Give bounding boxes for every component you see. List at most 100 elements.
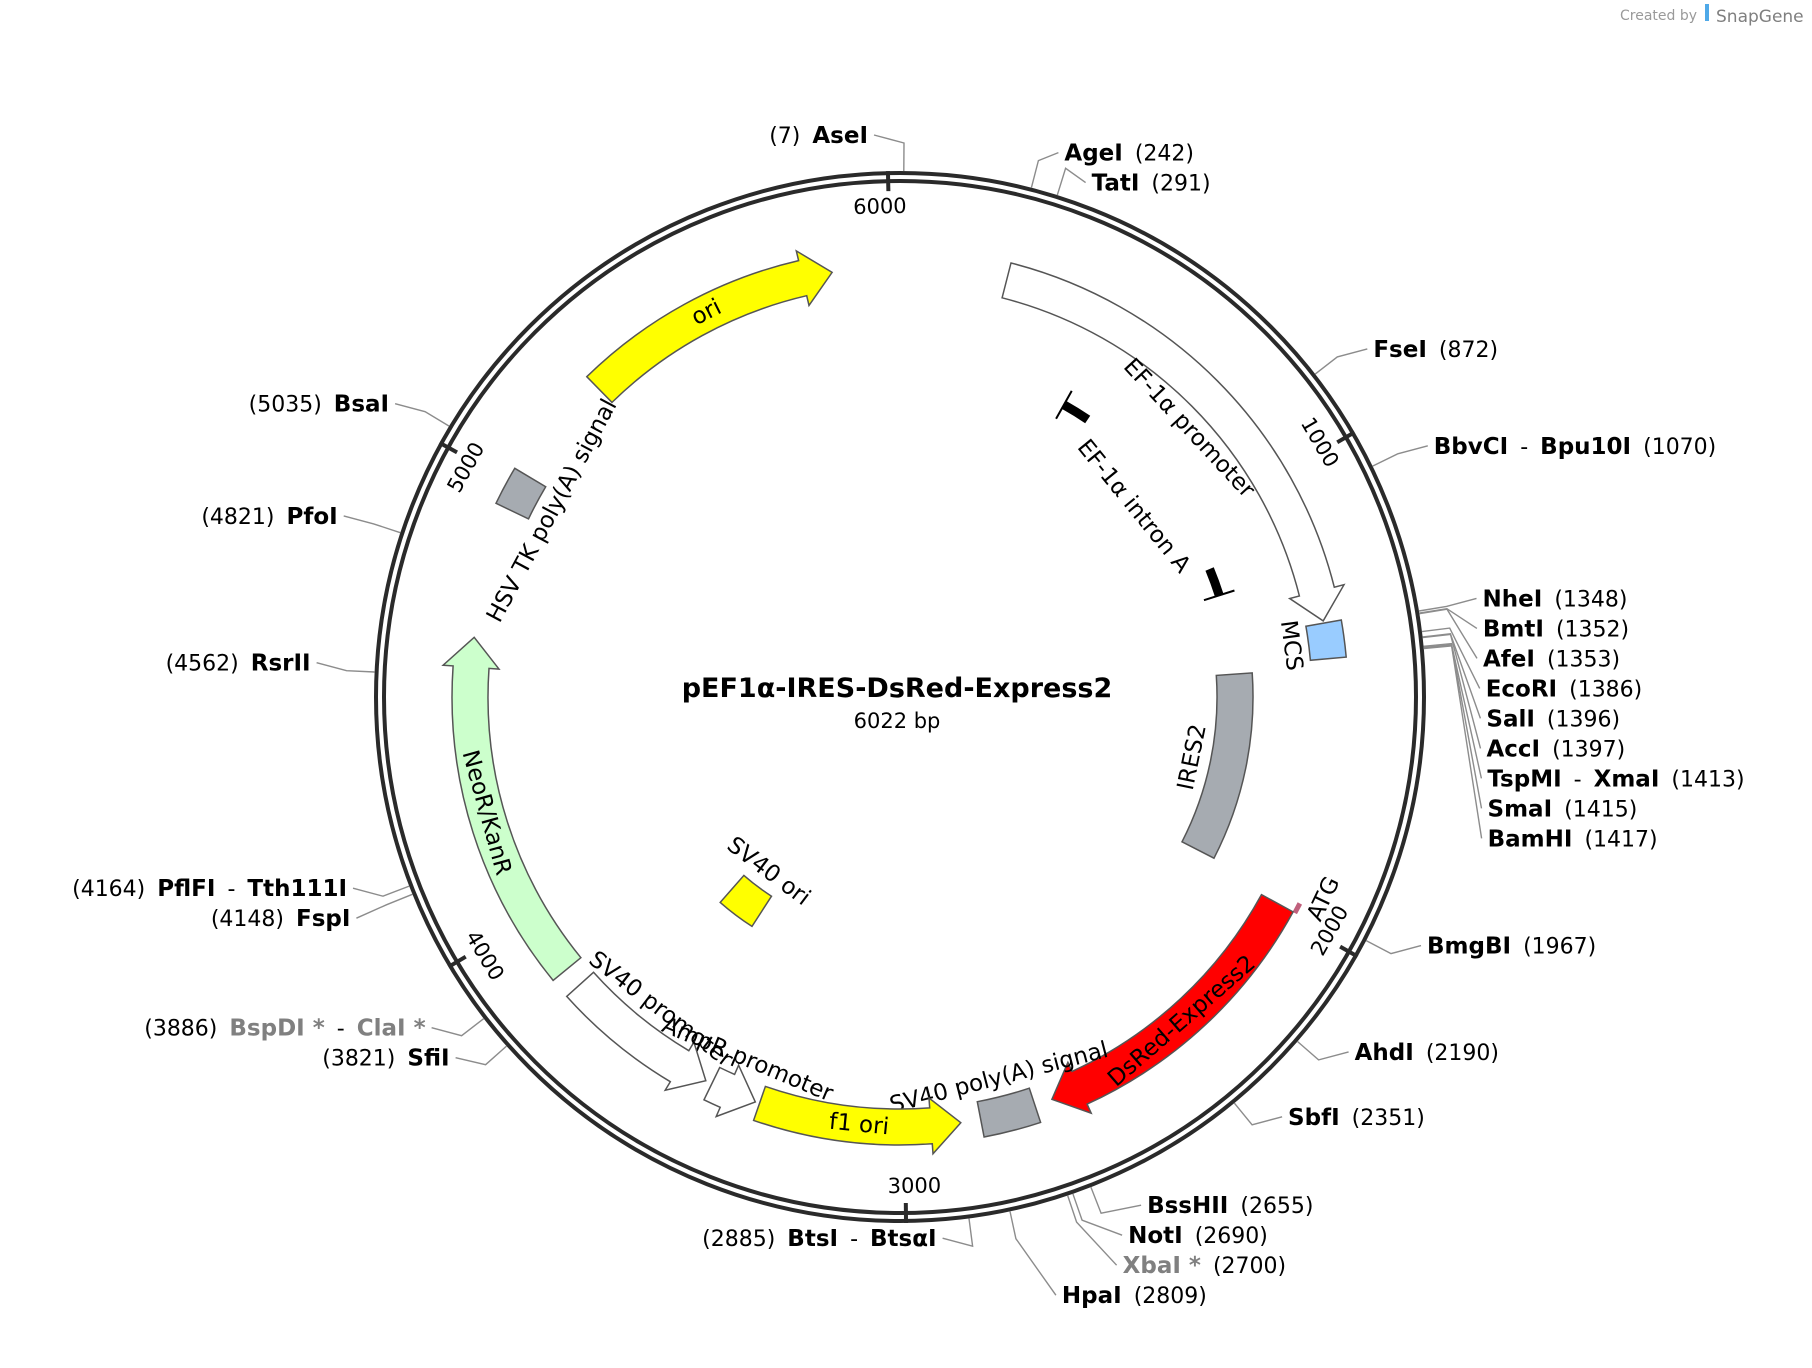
site-label: FseI (872) (1373, 337, 1498, 363)
site-label-part: BmgBI (1427, 934, 1511, 960)
feature-sv40-polya (976, 1087, 1042, 1138)
site-label: XbaI *(2700) (1123, 1253, 1286, 1279)
site-leader (1419, 608, 1478, 659)
site-label-part: (1413) (1671, 767, 1744, 792)
site-label: NheI(1348) (1483, 586, 1628, 612)
feature-label-dsred-express2: DsRed-Express2 (1103, 950, 1261, 1092)
credit-prefix: Created by (1620, 8, 1697, 24)
site-label-part: (1352) (1556, 617, 1629, 642)
site-label: SalI(1396) (1486, 706, 1620, 732)
site-label-part: XmaI (1594, 766, 1660, 792)
site-label-part: BsaI (334, 392, 389, 418)
site-label-part: (1415) (1564, 797, 1637, 822)
intron-start-block (1061, 400, 1091, 424)
site-label-part: Tth111I (247, 876, 347, 902)
site-label: (3886)BspDI *-ClaI * (144, 1016, 425, 1042)
site-leader (1314, 348, 1368, 375)
site-label-part: BtsI (787, 1226, 838, 1252)
site-leader (1090, 1186, 1142, 1215)
site-leader (431, 1018, 485, 1037)
site-leader (1372, 445, 1428, 467)
site-label-part: (1397) (1552, 737, 1625, 762)
site-label-part: (3886) (144, 1017, 217, 1042)
site-label-part: NotI (1128, 1223, 1183, 1249)
site-leader (1067, 1195, 1118, 1266)
site-label-part: SfiI (407, 1046, 449, 1072)
site-label-part: TatI (1092, 171, 1140, 197)
site-leader (394, 403, 450, 427)
site-label-part: (5035) (249, 393, 322, 418)
site-leader (1423, 644, 1483, 809)
intron-end-cap (1203, 589, 1235, 602)
site-label: BbvCI-Bpu10I(1070) (1434, 434, 1716, 460)
tick-mark (447, 954, 467, 969)
site-label-part: (2655) (1240, 1194, 1313, 1219)
feature-label-mcs: MCS (1275, 619, 1307, 672)
site-label-part: AgeI (1064, 141, 1122, 167)
site-label-part: (2351) (1352, 1106, 1425, 1131)
site-label-part: (2809) (1134, 1284, 1207, 1309)
site-label-part: (2700) (1213, 1254, 1286, 1279)
site-label-part: FseI (1373, 337, 1427, 363)
feature-label-neor-kanr: NeoR/KanR (457, 747, 517, 878)
site-label-part: TspMI (1487, 766, 1561, 792)
site-label-part: (1353) (1547, 647, 1620, 672)
site-label-part: SbfI (1288, 1105, 1340, 1131)
site-leader (455, 1045, 507, 1066)
map-center: pEF1α-IRES-DsRed-Express2 6022 bp (682, 673, 1113, 733)
feature-ori (585, 249, 834, 404)
site-leader (1418, 597, 1477, 612)
site-leader (942, 1218, 974, 1248)
site-label-part: PflFI (157, 876, 215, 902)
site-label-part: (3821) (322, 1047, 395, 1072)
site-label-part: (1396) (1547, 707, 1620, 732)
site-label: (3821) SfiI (322, 1046, 449, 1072)
site-label-part: SmaI (1488, 796, 1553, 822)
backbone-inner (382, 179, 1418, 1215)
site-label: (7) AseI (769, 123, 868, 149)
plasmid-size: 6022 bp (854, 709, 941, 733)
site-label-part: (1348) (1554, 587, 1627, 612)
site-label-part: AseI (812, 123, 868, 149)
site-label: BssHII(2655) (1147, 1193, 1313, 1219)
site-leader (1009, 1211, 1057, 1296)
site-label-part: (1967) (1523, 935, 1596, 960)
credit-brand: SnapGene (1716, 7, 1804, 27)
site-leader (1056, 167, 1087, 196)
site-leader (356, 893, 413, 919)
site-label-part: (1070) (1643, 435, 1716, 460)
site-label-part: (4164) (72, 877, 145, 902)
site-label: AgeI(242) (1064, 141, 1194, 167)
atg-marker (1292, 902, 1303, 915)
site-label: SmaI (1415) (1488, 796, 1638, 822)
feature-sv40-ori (719, 874, 773, 928)
site-label: BmgBI (1967) (1427, 934, 1596, 960)
site-label-part: - (337, 1017, 345, 1042)
site-label-part: FspI (296, 906, 350, 932)
site-label-part: Bpu10I (1540, 434, 1631, 460)
backbone-ring (374, 171, 1426, 1223)
site-leader (873, 134, 905, 172)
site-label: SbfI (2351) (1288, 1105, 1425, 1131)
feature-dsred-express2 (1050, 893, 1295, 1115)
site-label: BmtI(1352) (1483, 616, 1629, 642)
feature-neor-kanr (441, 636, 582, 982)
site-label-part: (2190) (1426, 1041, 1499, 1066)
site-label-part: (2690) (1195, 1224, 1268, 1249)
site-label: (4148)FspI (211, 906, 351, 932)
site-label-part: (2885) (702, 1227, 775, 1252)
site-label-part: (1417) (1584, 827, 1657, 852)
feature-sv40-promoter (565, 971, 707, 1092)
feature-mcs (1305, 619, 1348, 662)
site-label-part: (7) (769, 124, 800, 149)
site-label-part: ClaI * (357, 1016, 426, 1042)
site-label: (4164) PflFI-Tth111I (72, 876, 347, 902)
plasmid-name: pEF1α-IRES-DsRed-Express2 (682, 673, 1113, 704)
site-leader (316, 662, 375, 673)
site-label-part: AccI (1486, 736, 1540, 762)
site-label-part: RsrII (251, 651, 311, 677)
site-label-part: (872) (1439, 338, 1498, 363)
feature-label-f1-ori: f1 ori (828, 1109, 890, 1141)
site-label-part: - (227, 877, 235, 902)
